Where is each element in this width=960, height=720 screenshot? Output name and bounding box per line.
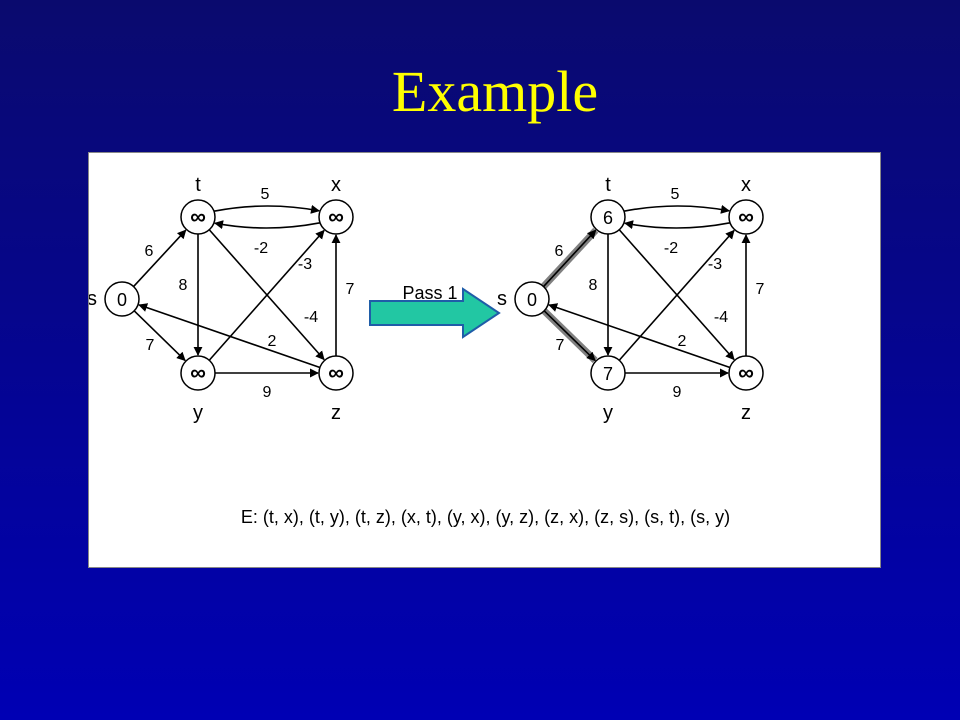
edge-tz [618,229,735,361]
edge-zs [548,303,731,369]
node-label-y: y [603,402,613,424]
node-value-t: ∞ [190,204,206,229]
edge-st [542,229,597,288]
node-z [728,355,764,391]
edge-tz [208,229,325,361]
node-label-x: x [331,174,341,196]
node-label-x: x [741,174,751,196]
edge-weight-yx: -3 [298,256,312,273]
node-label-t: t [195,174,201,196]
edge-weight-tx: 5 [671,186,680,203]
edge-sy [543,310,596,362]
edge-weight-yz: 9 [673,384,682,401]
edge-weight-tx: 5 [261,186,270,203]
node-y [180,355,216,391]
edge-tx [623,204,730,214]
edge-weight-tz: -4 [304,309,318,326]
edge-weight-st: 6 [145,243,154,260]
node-value-z: ∞ [738,360,754,385]
edge-weight-yx: -3 [708,256,722,273]
edge-xt [214,220,321,230]
node-label-z: z [741,402,751,424]
node-t [590,199,626,235]
pass-arrow [369,287,501,339]
edge-weight-xt: -2 [664,240,678,257]
node-label-t: t [605,174,611,196]
slide-title: Example [391,59,599,124]
node-x [318,199,354,235]
node-value-z: ∞ [328,360,344,385]
edge-weight-ty: 8 [179,277,188,294]
node-label-z: z [331,402,341,424]
edge-weight-xt: -2 [254,240,268,257]
edge-weight-zs: 2 [268,333,277,350]
graph-before-graph: 5 -2 6 8 -3 7 -4 2 7 9 0s ∞ t ∞ x ∞ y ∞ z [89,174,355,424]
node-value-y: ∞ [190,360,206,385]
edge-tx [213,204,320,214]
node-s [104,281,140,317]
edge-list: E: (t, x), (t, y), (t, z), (x, t), (y, x… [240,507,731,527]
node-label-s: s [497,288,507,310]
edge-zs [138,303,321,369]
graph-after-graph: 5 -2 6 8 -3 7 -4 2 7 9 0s 6 t ∞ x 7 y ∞ z [497,174,765,424]
edge-xt [624,220,731,230]
edge-weight-tz: -4 [714,309,728,326]
node-label-y: y [193,402,203,424]
edge-weight-ty: 8 [589,277,598,294]
pass-label: Pass 1 [402,283,457,303]
node-value-t: 6 [603,208,613,228]
node-z [318,355,354,391]
edge-sy [133,310,186,362]
node-s [514,281,550,317]
edge-weight-zs: 2 [678,333,687,350]
node-value-s: 0 [527,290,537,310]
edge-weight-zx: 7 [346,281,355,298]
node-label-s: s [89,288,97,310]
node-y [590,355,626,391]
edge-weight-sy: 7 [146,337,155,354]
edge-st [132,229,187,288]
edge-weight-st: 6 [555,243,564,260]
node-value-s: 0 [117,290,127,310]
node-value-y: 7 [603,364,613,384]
node-t [180,199,216,235]
node-value-x: ∞ [738,204,754,229]
node-x [728,199,764,235]
edge-weight-zx: 7 [756,281,765,298]
graphs-diagram: Pass 1 5-268-37-42790s∞t∞x∞y∞z5-268-37-4… [89,174,765,424]
edge-weight-sy: 7 [556,337,565,354]
node-value-x: ∞ [328,204,344,229]
edge-weight-yz: 9 [263,384,272,401]
